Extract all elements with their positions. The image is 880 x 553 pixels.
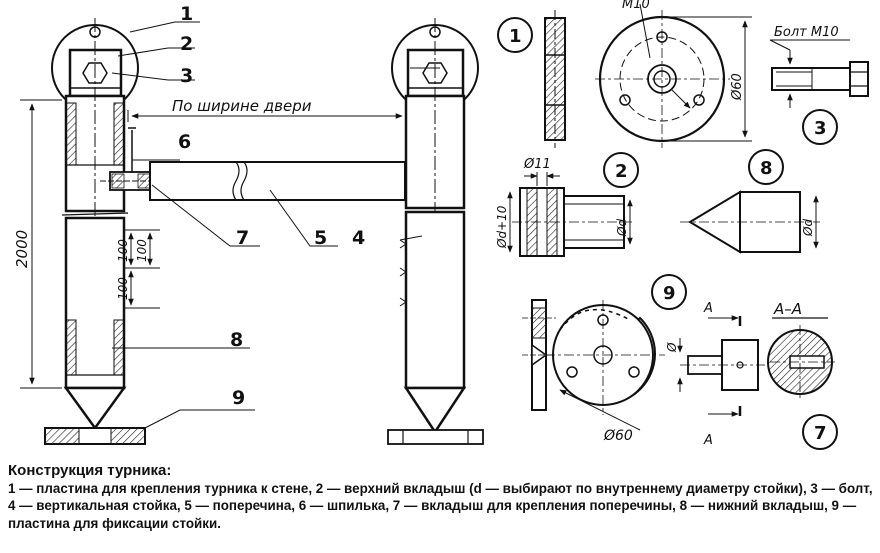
section-a-top: А: [703, 301, 713, 316]
door-width-label: По ширине двери: [172, 97, 312, 115]
detail-label-8: 8: [760, 158, 773, 179]
dimension-labels: По ширине двери 2000 100 100 100 М10 Ø60…: [13, 0, 839, 448]
step-label-b: 100: [116, 277, 130, 300]
detail-label-1: 1: [509, 26, 522, 47]
detail-callout-circles: [497, 17, 838, 450]
plate9-diameter-label: Ø60: [603, 428, 633, 444]
caption-body: 1 — пластина для крепления турника к сте…: [8, 481, 873, 531]
figure-caption: Конструкция турника: 1 — пластина для кр…: [8, 462, 874, 532]
detail-2-insert: [507, 172, 633, 257]
cone-diameter-label: Ød: [801, 219, 815, 237]
right-post: [387, 18, 484, 445]
thread-label: М10: [622, 0, 650, 12]
detail-1-plate: [544, 3, 752, 148]
plate-diameter-label: Ø60: [730, 73, 745, 101]
insert-inner-label: Ød: [615, 219, 629, 237]
callout-6: 6: [178, 131, 191, 153]
detail-label-9: 9: [663, 283, 676, 304]
technical-drawing: 1 2 3 6 7 5 4 8 9 1 3 2 8 9 7 По ширине …: [13, 0, 869, 450]
detail-label-3: 3: [814, 118, 827, 139]
step-label-c: 100: [135, 239, 149, 262]
section-aa-label: А–А: [773, 300, 802, 318]
callout-2: 2: [180, 33, 193, 55]
leader-lines: [111, 21, 440, 429]
callout-7: 7: [236, 227, 249, 249]
callout-numbers: 1 2 3 6 7 5 4 8 9 1 3 2 8 9 7: [178, 3, 827, 444]
height-dimension: [20, 99, 62, 389]
detail-label-7: 7: [814, 423, 827, 444]
crossbar: [149, 161, 406, 201]
detail-label-2: 2: [615, 161, 628, 182]
pin-6: [128, 127, 180, 172]
section-a-bottom: А: [703, 433, 713, 448]
bolt-label: Болт М10: [774, 25, 839, 40]
callout-4: 4: [352, 227, 365, 249]
detail-8-cone: [680, 190, 820, 254]
detail-7-insert: [677, 315, 835, 417]
detail-3-bolt: [769, 39, 869, 108]
insert-outer-label: Ød+10: [495, 205, 509, 249]
detail-9-plate: [522, 299, 665, 431]
step-dimensions: [124, 229, 160, 309]
step-label-a: 100: [116, 239, 130, 262]
callout-1: 1: [180, 3, 193, 25]
left-post: [44, 18, 160, 445]
insert-hole-label: Ø11: [523, 157, 551, 172]
pin-diameter-label: Ø: [665, 342, 679, 353]
callout-9: 9: [232, 387, 245, 409]
caption-title: Конструкция турника:: [8, 462, 172, 479]
callout-8: 8: [230, 329, 243, 351]
height-label: 2000: [13, 230, 31, 268]
callout-5: 5: [314, 227, 327, 249]
callout-3: 3: [180, 65, 193, 87]
